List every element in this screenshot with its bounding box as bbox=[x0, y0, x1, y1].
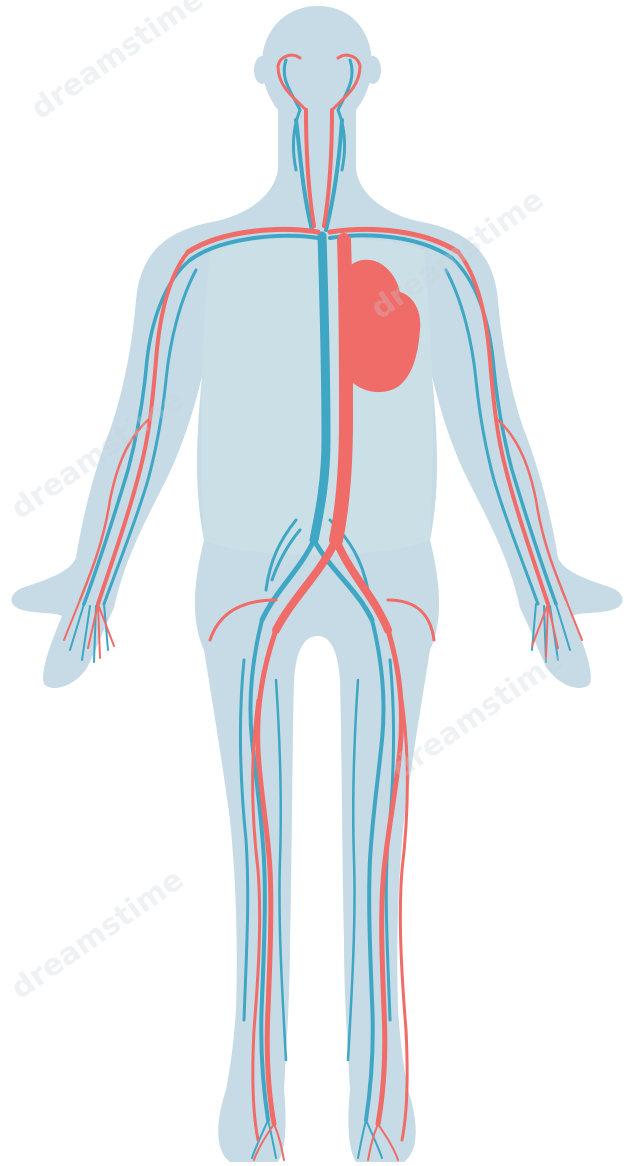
left-ear bbox=[254, 56, 270, 84]
right-ear bbox=[365, 56, 381, 84]
watermark-text-5: dreamstime bbox=[5, 862, 191, 1007]
watermark-text-1: dreamstime bbox=[25, 0, 211, 127]
